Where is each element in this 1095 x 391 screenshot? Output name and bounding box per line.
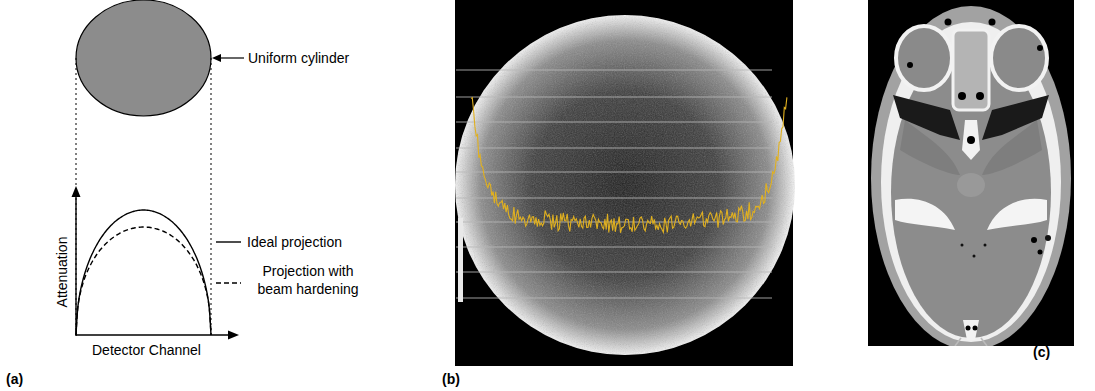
panel-letter: (c): [1033, 343, 1050, 361]
uniform-cylinder: [76, 0, 211, 116]
arrow-head: [228, 331, 239, 340]
callout-label: Uniform cylinder: [248, 49, 349, 67]
panel-letter: (a): [6, 370, 23, 388]
profile-line: [456, 246, 772, 247]
clivus: [962, 120, 980, 160]
legend-entry: Ideal projection: [247, 233, 369, 251]
legend-sample: [216, 241, 241, 242]
profile-line: [456, 147, 772, 148]
profile-line: [456, 271, 772, 272]
x-axis: [76, 334, 230, 335]
sinus-air: [893, 95, 960, 140]
legend-samples: [216, 242, 241, 283]
scalp: [871, 6, 1071, 346]
legend-text: Ideal projection: [247, 234, 342, 250]
intensity-profile: [471, 97, 787, 232]
profile-line: [456, 69, 772, 70]
leader-arrow: [218, 57, 244, 58]
ideal-curve: [76, 210, 211, 335]
axis-title: Attenuation: [53, 237, 71, 308]
hardening-curve: [76, 227, 211, 335]
nasal-cavity: [953, 30, 989, 110]
legend-text: Projection with beam hardening: [257, 263, 358, 297]
petrous-bone: [987, 199, 1047, 230]
profile-line: [456, 297, 772, 298]
skull: [881, 22, 1061, 342]
profile-line: [456, 121, 772, 122]
arrow-head: [212, 54, 221, 62]
profile-lines: [456, 70, 772, 298]
legend-sample: [216, 282, 241, 283]
axis-title: Detector Channel: [92, 341, 201, 359]
brainstem: [957, 173, 985, 197]
sinus-air: [982, 95, 1049, 140]
image-marker: [458, 218, 463, 302]
profile-line: [456, 171, 772, 172]
panel-letter: (b): [442, 370, 460, 388]
panel-a-figure: [72, 0, 245, 340]
orbit: [991, 26, 1047, 90]
panel-b-figure: [455, 0, 795, 366]
image-noise: [455, 15, 795, 355]
arrow-head: [72, 186, 81, 197]
legend-entry: Projection with beam hardening: [247, 262, 369, 298]
profile-line: [456, 197, 772, 198]
profile-line: [456, 96, 772, 97]
projection-guide: [211, 58, 212, 335]
orbit: [896, 26, 952, 90]
water-phantom: [455, 15, 795, 355]
occipital-bone: [963, 320, 979, 340]
panel-c-figure: [868, 0, 1074, 346]
petrous-bone: [895, 199, 955, 230]
